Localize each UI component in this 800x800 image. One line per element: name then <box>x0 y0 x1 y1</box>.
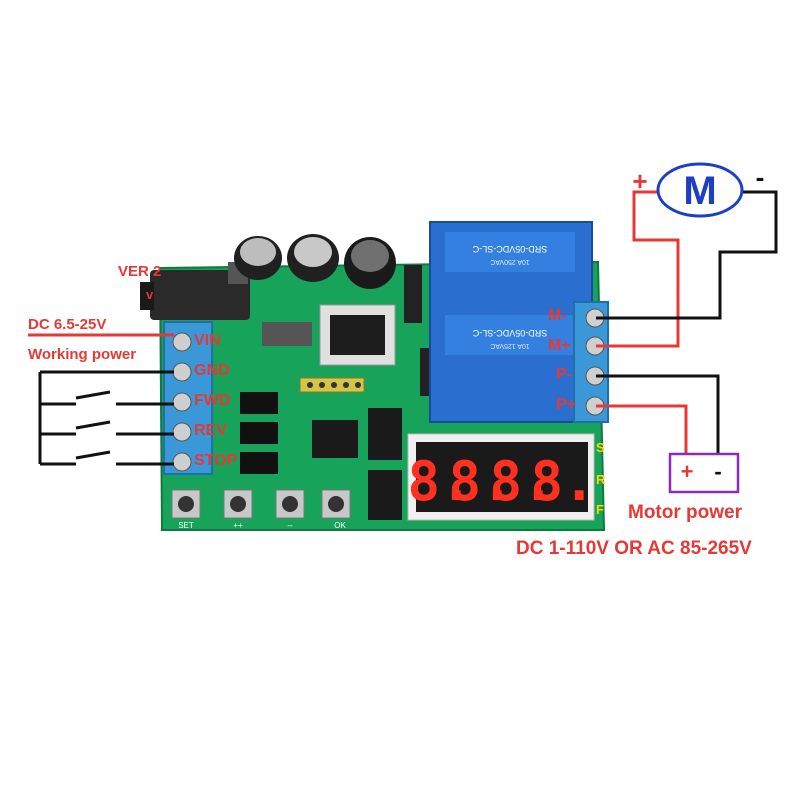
side-letter-s: S <box>596 440 605 455</box>
terminal-p-minus-label: P- <box>556 366 572 383</box>
right-terminal-block <box>573 301 609 423</box>
terminal-m-minus-label: M- <box>548 307 567 324</box>
terminal-m-plus-label: M+ <box>548 337 571 354</box>
logic-ics <box>312 408 402 520</box>
motor-power-range-label: DC 1-110V OR AC 85-265V <box>516 538 752 559</box>
button-label-plus: ++ <box>233 521 243 530</box>
box-minus-label: - <box>714 459 721 484</box>
relay-rating-1: 10A 250VAC <box>490 258 530 265</box>
terminal-fwd-label: FWD <box>194 392 231 409</box>
terminal-rev-label: REV <box>194 422 227 439</box>
button-label-set: SET <box>178 521 194 530</box>
display-digit-3: 8. <box>489 450 554 513</box>
side-letter-r: R <box>596 472 606 487</box>
relay-text-bottom: SRD-05VDC-SL-C <box>472 328 547 338</box>
button-label-ok: OK <box>334 521 346 530</box>
motor-power-box: + - <box>668 452 740 494</box>
header-pins <box>299 377 365 393</box>
display-digit-4: 8. <box>530 450 595 513</box>
motor-power-label: Motor power <box>628 502 742 523</box>
motor-symbol: M <box>656 162 744 218</box>
working-power-label: Working power <box>28 346 137 363</box>
push-buttons <box>171 489 351 519</box>
electrolytic-capacitors <box>234 234 396 289</box>
optocouplers <box>240 392 278 474</box>
box-plus-label: + <box>681 459 694 484</box>
relay-rating-2: 10A 125VAC <box>490 342 530 349</box>
switch-wiring <box>38 370 174 466</box>
terminal-stop-label: STOP <box>194 452 238 469</box>
seven-segment-display: 8. 8. 8. 8. <box>407 433 596 521</box>
motor-m-label: M <box>683 169 716 213</box>
terminal-gnd-label: GND <box>194 362 230 379</box>
motor-plus-label: + <box>632 166 647 196</box>
relay: SRD-05VDC-SL-C SRD-05VDC-SL-C 10A 250VAC… <box>429 221 593 423</box>
power-wiring <box>596 374 720 454</box>
terminal-vin-label: VIN <box>194 332 221 349</box>
relay-text-top: SRD-05VDC-SL-C <box>472 244 547 254</box>
terminal-p-plus-label: P+ <box>556 396 577 413</box>
motor-wiring <box>596 190 778 348</box>
regulator-ic <box>262 265 432 396</box>
supply-voltage-label: DC 6.5-25V <box>28 316 107 333</box>
side-letter-f: F <box>596 502 604 517</box>
jack-label-v: v <box>146 287 154 302</box>
display-digit-1: 8. <box>407 450 472 513</box>
motor-minus-label: - <box>756 162 765 192</box>
display-digit-2: 8. <box>448 450 513 513</box>
button-label-minus: -- <box>287 521 293 530</box>
jack-label-partial: VER 2 <box>118 263 162 280</box>
left-terminal-block <box>163 321 213 475</box>
